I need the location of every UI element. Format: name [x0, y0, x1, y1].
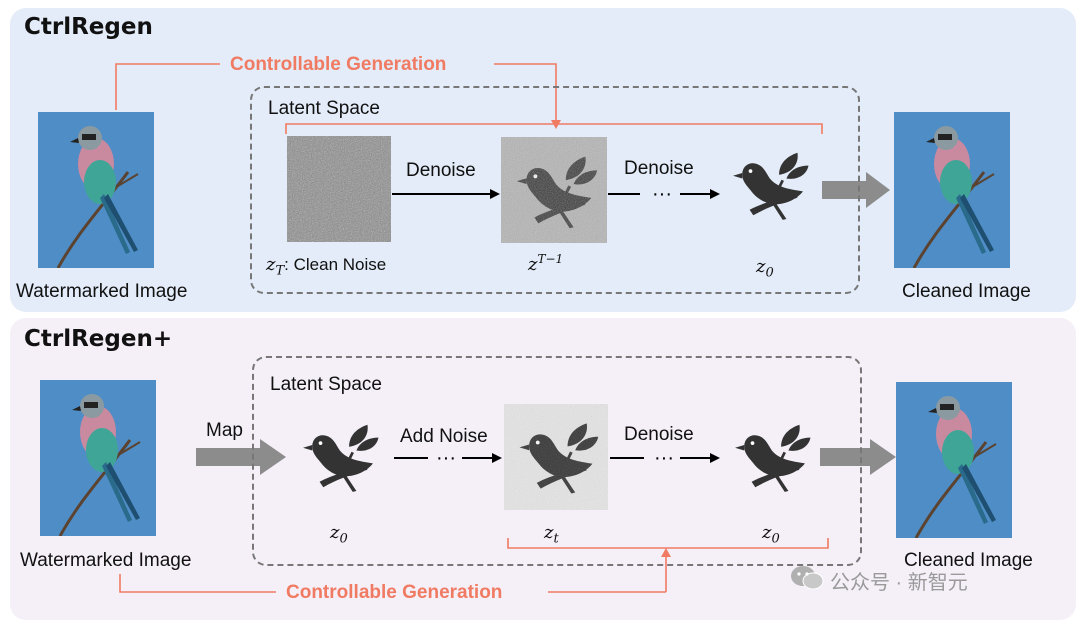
top-latent-space-box — [250, 86, 860, 294]
bottom-cleaned-image — [896, 382, 1012, 538]
top-ellipsis: ··· — [652, 183, 672, 205]
zT-label: zT: Clean Noise — [266, 254, 387, 279]
top-output-caption: Cleaned Image — [902, 281, 1031, 302]
top-denoise-arrowhead-2 — [710, 189, 720, 199]
top-control-line-left — [115, 63, 220, 110]
bottom-z0a-label: z0 — [330, 522, 348, 547]
bottom-denoise-ellipsis: ··· — [654, 447, 674, 469]
bottom-decode-arrow-head — [870, 439, 896, 475]
top-decode-arrow-head — [866, 172, 890, 208]
bottom-output-caption: Cleaned Image — [904, 550, 1033, 571]
top-latent-bracket — [285, 123, 823, 134]
bottom-watermarked-image — [40, 380, 156, 536]
bottom-denoise-arrowhead — [710, 453, 720, 463]
ctrlregen-plus-title: CtrlRegen+ — [24, 326, 173, 352]
top-decode-arrow-body — [822, 181, 868, 199]
top-input-caption: Watermarked Image — [16, 281, 188, 302]
bottom-denoise-label: Denoise — [624, 424, 694, 445]
add-noise-arrowhead — [492, 453, 502, 463]
bottom-control-line-left — [119, 574, 276, 593]
bird-z0-input — [292, 410, 384, 502]
map-arrow-body — [196, 448, 262, 466]
bottom-control-arrowhead — [661, 548, 671, 557]
top-denoise-arrowhead-1 — [490, 189, 500, 199]
map-arrow-head — [260, 439, 286, 475]
zt-label: zt — [544, 522, 559, 547]
bottom-latent-bracket — [507, 538, 829, 549]
top-denoise-label-1: Denoise — [406, 160, 476, 181]
zT-1-label: zT−1 — [528, 252, 564, 275]
bottom-latent-space-label: Latent Space — [270, 374, 382, 395]
top-control-line-right — [494, 63, 557, 124]
bottom-latent-space-box — [252, 356, 862, 566]
watermark-text: 公众号 · 新智元 — [830, 572, 968, 594]
noisy-bird-zt — [504, 404, 608, 510]
wechat-icon — [791, 566, 824, 590]
clean-bird-z0-bottom — [724, 410, 816, 502]
add-noise-ellipsis: ··· — [436, 447, 456, 469]
noisy-bird-zT-1 — [501, 137, 607, 243]
ctrlregen-title: CtrlRegen — [24, 14, 153, 40]
bottom-controllable-label: Controllable Generation — [286, 582, 503, 603]
bottom-input-caption: Watermarked Image — [20, 550, 192, 571]
bottom-z0b-label: z0 — [762, 522, 780, 547]
top-latent-space-label: Latent Space — [268, 98, 380, 119]
bottom-decode-arrow-body — [820, 448, 872, 466]
top-denoise-label-2: Denoise — [624, 158, 694, 179]
top-z0-label: z0 — [756, 256, 774, 281]
add-noise-label: Add Noise — [400, 426, 488, 447]
noise-image-zT — [287, 136, 391, 242]
top-controllable-label: Controllable Generation — [230, 54, 447, 75]
map-label: Map — [206, 420, 243, 441]
